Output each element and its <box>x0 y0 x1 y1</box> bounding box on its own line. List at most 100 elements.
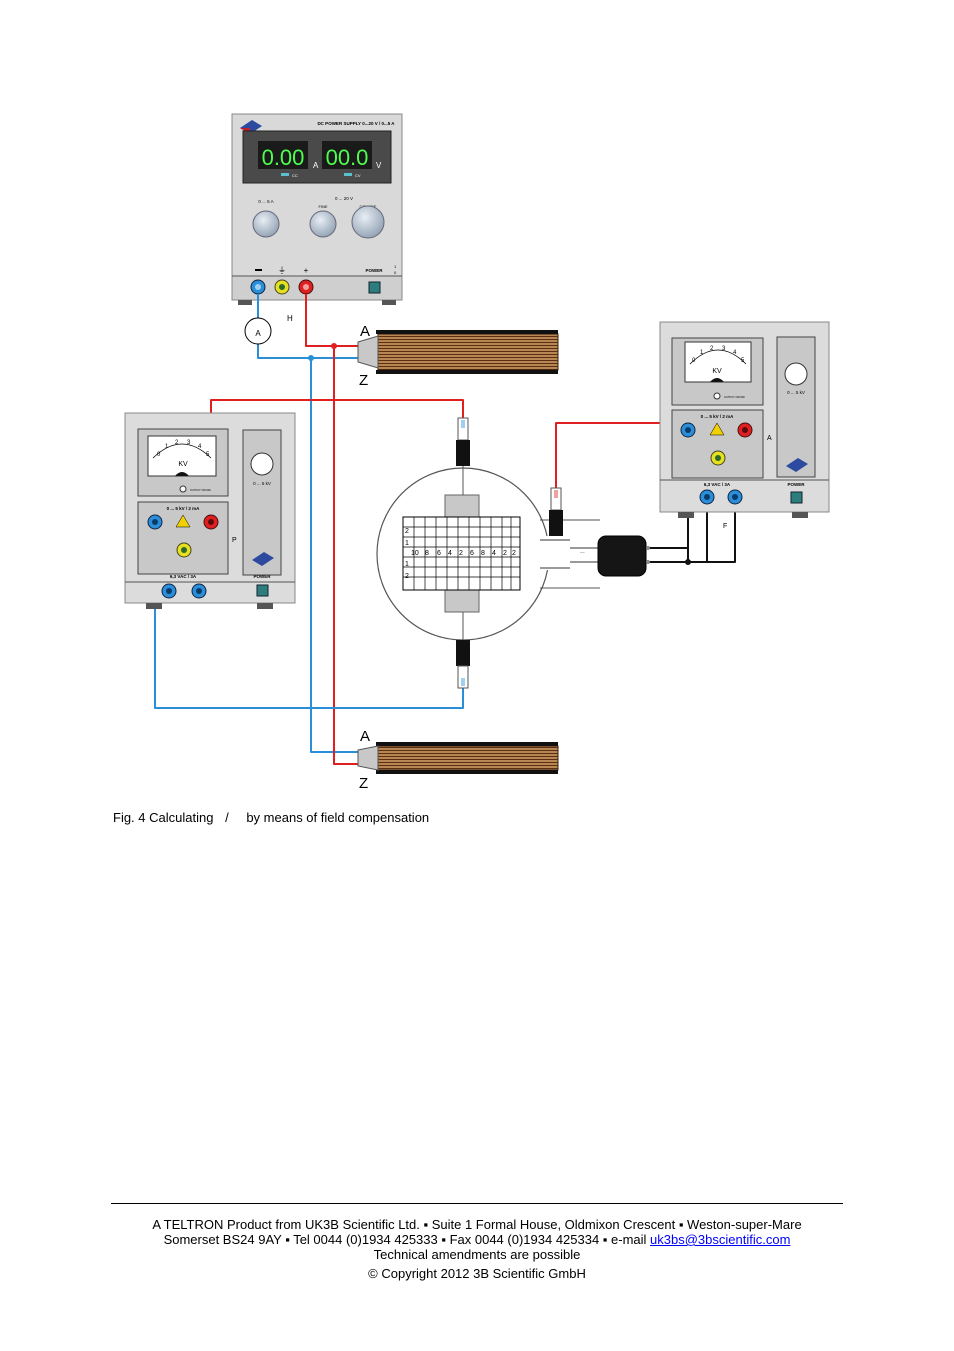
hv-left-power-switch[interactable] <box>256 584 269 597</box>
scale-left-1: 1 <box>405 540 409 547</box>
fine-knob[interactable] <box>309 210 337 238</box>
footer-divider <box>111 1203 843 1204</box>
hv-right-power-label: POWER <box>787 482 805 487</box>
figure-caption: Fig. 4 Calculating / by means of field c… <box>113 810 429 825</box>
junction-blue <box>308 355 314 361</box>
wire-red-a <box>305 294 358 347</box>
scale-left-3: 1 <box>405 561 409 568</box>
meter-left-small: OUTPUT ON/OFF <box>190 488 212 492</box>
meter-right-tick-3: 3 <box>722 346 726 352</box>
meter-left-tick-5: 5 <box>206 452 210 458</box>
hv-left-warning-icon <box>175 514 191 528</box>
meter-right-unit: KV <box>712 368 722 375</box>
hv-right-warning-icon <box>709 422 725 436</box>
scale-left-0: 2 <box>405 528 409 535</box>
caption-separator: / <box>225 810 229 825</box>
scale-bottom-5: 6 <box>470 550 474 557</box>
footer-copyright: © Copyright 2012 3B Scientific GmbH <box>368 1266 586 1281</box>
ground-label: ⏚ <box>278 266 286 275</box>
coarse-knob[interactable] <box>351 205 385 239</box>
hv-supply-left: 0 1 2 3 4 5 KV OUTPUT ON/OFF 0 ... 5 kV … <box>124 412 296 609</box>
meter-left-tick-4: 4 <box>198 444 202 450</box>
footer-line-2-text: Somerset BS24 9AY ▪ Tel 0044 (0)1934 425… <box>163 1232 651 1247</box>
bottom-plug-icon <box>457 665 469 689</box>
footer-email-link[interactable]: uk3bs@3bscientific.com <box>650 1232 791 1247</box>
meter-left-tick-0: 0 <box>157 452 161 458</box>
hv-left-knob-label: 0 ... 5 kV <box>253 481 271 486</box>
hv-left-logo-icon <box>252 552 274 566</box>
hv-right-knob[interactable] <box>784 362 808 386</box>
scale-bottom-2: 6 <box>437 550 441 557</box>
meter-left-unit: KV <box>178 461 188 468</box>
coil-bottom-a-label: A <box>360 728 370 745</box>
label-a-right: A <box>767 435 772 442</box>
meter-left-tick-3: 3 <box>187 440 191 446</box>
meter-right-tick-0: 0 <box>692 358 696 364</box>
wire-blue-b <box>257 344 358 359</box>
current-display: 0.00 <box>262 145 305 170</box>
power-label: POWER <box>365 268 383 273</box>
cv-label: CV <box>355 173 361 178</box>
hv-right-knob-label: 0 ... 5 kV <box>787 390 805 395</box>
screen-grid <box>403 517 520 590</box>
hv-left-ac-label: 6,3 VAC / 3A <box>170 574 197 579</box>
ps-title: DC POWER SUPPLY 0...20 V / 0...5 A <box>317 121 395 126</box>
minus-terminal-label <box>255 269 262 271</box>
label-f: F <box>723 523 727 530</box>
cc-led-icon <box>281 173 289 176</box>
meter-right-small: OUTPUT ON/OFF <box>724 395 746 399</box>
meter-right-lamp-icon <box>713 392 721 400</box>
wire-red-b <box>333 346 358 765</box>
scale-bottom-1: 8 <box>425 550 429 557</box>
meter-right-tick-4: 4 <box>733 350 737 356</box>
current-knob[interactable] <box>252 210 280 238</box>
switch-off: 0 <box>394 270 397 275</box>
scale-bottom-0: 10 <box>411 550 419 557</box>
scale-bottom-7: 4 <box>492 550 496 557</box>
caption-suffix: by means of field compensation <box>246 810 430 825</box>
ammeter-label: A <box>255 329 261 338</box>
footer-line-1: A TELTRON Product from UK3B Scientific L… <box>152 1217 802 1232</box>
coil-top-a-label: A <box>360 323 370 340</box>
wire-blue-d <box>154 522 464 709</box>
hv-left-power-label: POWER <box>253 574 271 579</box>
hv-left-output-label: 0 ... 5 kV / 2 mA <box>167 506 201 511</box>
ammeter: A <box>244 317 272 345</box>
hv-supply-right: 0 1 2 3 4 5 KV OUTPUT ON/OFF 0 ... 5 kV … <box>659 321 830 518</box>
power-switch[interactable] <box>368 281 381 294</box>
scale-left-4: 2 <box>405 573 409 580</box>
label-p: P <box>232 537 237 544</box>
helmholtz-coil-bottom <box>357 742 559 774</box>
coil-bottom-z-label: Z <box>359 775 368 792</box>
meter-left-tick-2: 2 <box>175 440 179 446</box>
dc-power-supply: DC POWER SUPPLY 0...20 V / 0...5 A 0.00 … <box>231 113 403 305</box>
footer-line-2: Somerset BS24 9AY ▪ Tel 0044 (0)1934 425… <box>111 1232 843 1247</box>
wire-blue-c <box>310 358 358 753</box>
scale-bottom-6: 8 <box>481 550 485 557</box>
scale-bottom-9: 2 <box>512 550 516 557</box>
hv-right-output-label: 0 ... 5 kV / 2 mA <box>701 414 735 419</box>
meter-left-tick-1: 1 <box>165 444 169 450</box>
voltage-range-label: 0 ... 20 V <box>335 196 353 201</box>
junction-black <box>685 559 691 565</box>
plus-label: + <box>304 266 309 275</box>
current-range-label: 0 ... 5 A <box>258 199 273 204</box>
voltage-display: 00.0 <box>326 145 369 170</box>
coil-top-z-label: Z <box>359 372 368 389</box>
voltage-unit: V <box>376 161 382 170</box>
label-h: H <box>287 314 293 323</box>
helmholtz-coil-top <box>357 330 559 374</box>
junction-red <box>331 343 337 349</box>
cc-label: CC <box>292 173 298 178</box>
cv-led-icon <box>344 173 352 176</box>
caption-prefix: Fig. 4 Calculating <box>113 810 214 825</box>
scale-bottom-3: 4 <box>448 550 452 557</box>
filament-icon: ~~ <box>580 550 585 555</box>
meter-right-needle-icon <box>710 378 724 382</box>
current-unit: A <box>313 161 319 170</box>
hv-left-knob[interactable] <box>250 452 274 476</box>
electron-gun <box>597 535 647 577</box>
scale-bottom-4: 2 <box>459 550 463 557</box>
hv-right-power-switch[interactable] <box>790 491 803 504</box>
